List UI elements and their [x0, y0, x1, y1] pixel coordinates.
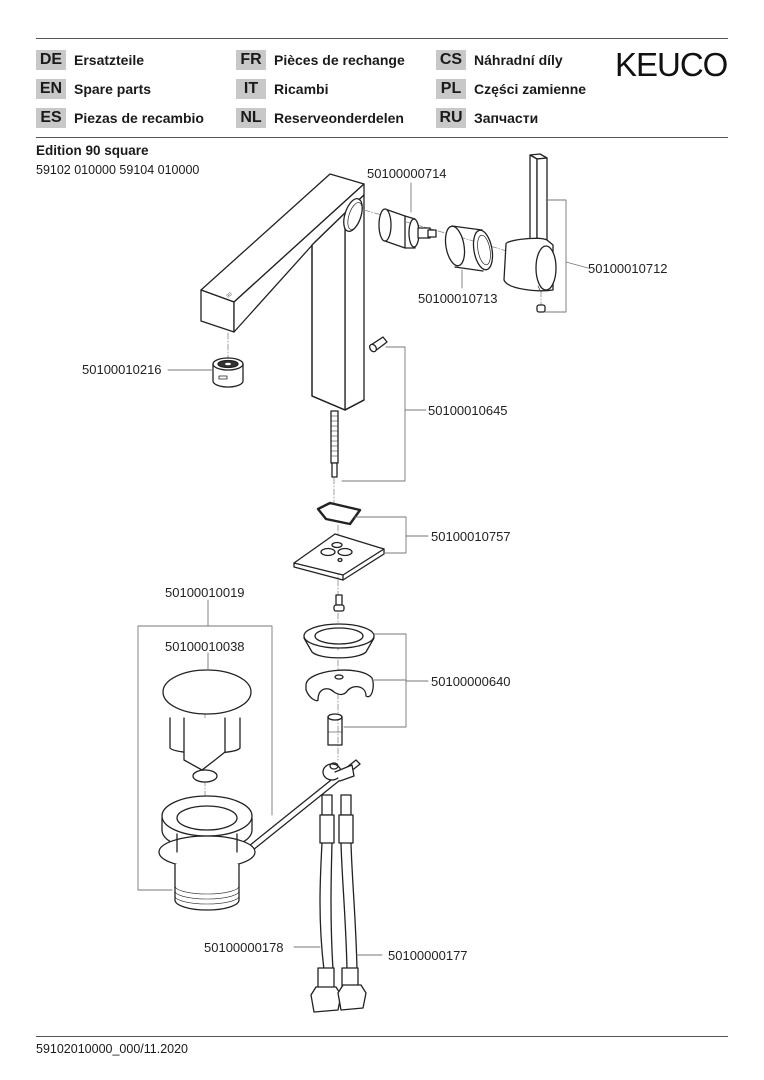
- sleeve-drawing: [327, 713, 343, 746]
- lang-item-es: ES Piezas de recambio: [36, 108, 204, 128]
- part-number-hose-right: 50100000177: [388, 948, 468, 963]
- part-number-lever-handle: 50100010712: [588, 261, 668, 276]
- part-number-cartridge-cover: 50100010713: [418, 291, 498, 306]
- part-number-cartridge: 50100000714: [367, 166, 447, 181]
- brand-logo: KEUCO: [615, 46, 728, 83]
- lang-code: PL: [436, 79, 466, 99]
- lang-label: Ersatzteile: [74, 52, 145, 68]
- lang-label: Ricambi: [274, 81, 329, 97]
- lang-code: ES: [36, 108, 66, 128]
- pin-drawing: [368, 336, 388, 353]
- part-number-fixing-set: 50100010645: [428, 403, 508, 418]
- header-rule: [36, 137, 728, 138]
- lang-label: Reserveonderdelen: [274, 110, 404, 126]
- pop-up-rod-drawing: [243, 759, 361, 855]
- lang-item-de: DE Ersatzteile: [36, 50, 144, 70]
- leader-lines: [138, 183, 589, 956]
- part-number-waste-set: 50100010019: [165, 585, 245, 600]
- cartridge-drawing: [378, 208, 437, 249]
- lang-item-cs: CS Náhradní díly: [436, 50, 563, 70]
- faucet-body-drawing: 90: [200, 173, 365, 478]
- lang-label: Części zamienne: [474, 81, 587, 97]
- product-models: 59102 010000 59104 010000: [36, 163, 200, 177]
- lang-item-pl: PL Części zamienne: [436, 79, 586, 99]
- lang-item-ru: RU Запчасти: [436, 108, 538, 128]
- part-number-aerator: 50100010216: [82, 362, 162, 377]
- plug-drawing: [162, 669, 252, 783]
- lang-code: EN: [36, 79, 66, 99]
- lang-code: DE: [36, 50, 66, 70]
- seal-and-plate-drawing: [293, 501, 385, 581]
- lang-item-en: EN Spare parts: [36, 79, 151, 99]
- waste-body-drawing: [158, 795, 256, 911]
- lang-label: Запчасти: [474, 110, 539, 126]
- lang-code: IT: [236, 79, 266, 99]
- svg-text:90: 90: [225, 291, 233, 299]
- part-number-base-plate-seal: 50100010757: [431, 529, 511, 544]
- lang-item-it: IT Ricambi: [236, 79, 328, 99]
- lang-code: RU: [436, 108, 466, 128]
- lang-label: Piezas de recambio: [74, 110, 204, 126]
- part-number-plug: 50100010038: [165, 639, 245, 654]
- screw-drawing: [333, 594, 345, 612]
- lang-item-nl: NL Reserveonderdelen: [236, 108, 404, 128]
- lang-code: NL: [236, 108, 266, 128]
- lang-label: Spare parts: [74, 81, 152, 97]
- footer-rule: [36, 1036, 728, 1037]
- top-rule: [36, 38, 728, 39]
- mounting-ring-drawing: [303, 623, 375, 659]
- part-number-hose-left: 50100000178: [204, 940, 284, 955]
- lang-item-fr: FR Pièces de rechange: [236, 50, 405, 70]
- c-washer-drawing: [305, 669, 374, 702]
- lang-code: FR: [236, 50, 266, 70]
- lang-code: CS: [436, 50, 466, 70]
- product-title: Edition 90 square: [36, 143, 149, 158]
- aerator-drawing: [212, 357, 244, 388]
- lang-label: Pièces de rechange: [274, 52, 405, 68]
- lever-handle-drawing: [503, 153, 557, 313]
- cartridge-cover-drawing: [444, 225, 494, 272]
- document-reference: 59102010000_000/11.2020: [36, 1042, 189, 1056]
- lang-label: Náhradní díly: [474, 52, 563, 68]
- hoses-drawing: [310, 794, 367, 1013]
- part-number-mounting-kit: 50100000640: [431, 674, 511, 689]
